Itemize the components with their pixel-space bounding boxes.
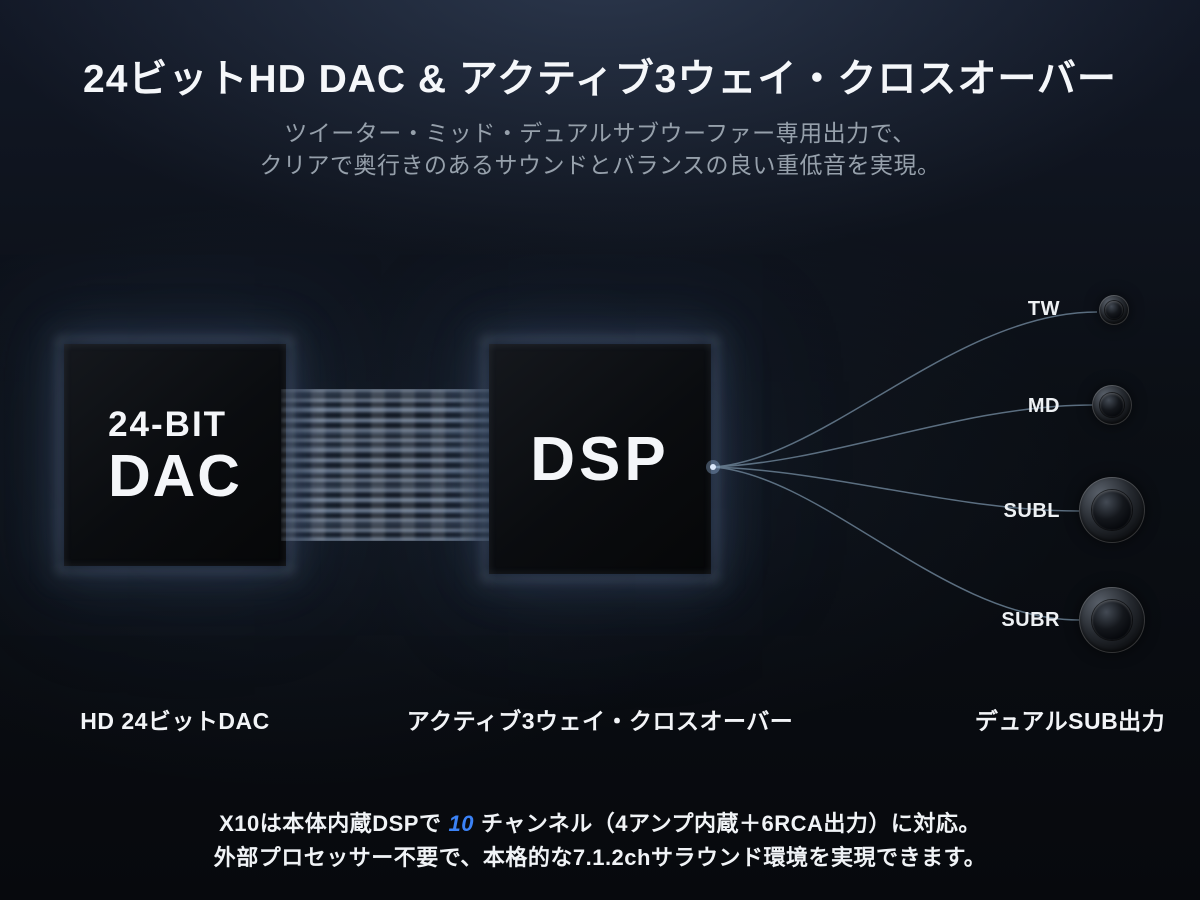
dsp-chip: DSP (489, 344, 711, 574)
speaker-label-subr: SUBR (1001, 609, 1060, 631)
dac-chip: 24-BIT DAC (64, 344, 286, 566)
dac-chip-label-line2: DAC (108, 442, 242, 509)
speaker-cone-icon (1092, 600, 1132, 640)
speaker-subr-icon (1079, 587, 1145, 653)
speaker-md-icon (1092, 385, 1132, 425)
speaker-tw-icon (1099, 295, 1129, 325)
channel-count-highlight: 10 (448, 811, 474, 836)
caption-dac: HD 24ビットDAC (80, 708, 270, 734)
speaker-label-md: MD (1027, 395, 1060, 417)
footer-line1-suffix: チャンネル（4アンプ内蔵＋6RCA出力）に対応。 (480, 811, 981, 836)
signal-fanout-lines (706, 311, 1098, 621)
speaker-cone-icon (1092, 490, 1132, 530)
footer-line-2: 外部プロセッサー不要で、本格的な7.1.2chサラウンド環境を実現できます。 (213, 845, 987, 870)
subtitle-line-1: ツイーター・ミッド・デュアルサブウーファー専用出力で、 (284, 120, 916, 146)
signal-origin-dot (710, 464, 716, 470)
speaker-cone-icon (1100, 393, 1124, 417)
data-stream-graphic (281, 389, 493, 541)
speaker-label-tw: TW (1027, 298, 1060, 320)
page-title: 24ビットHD DAC & アクティブ3ウェイ・クロスオーバー (83, 58, 1117, 101)
speaker-subl-icon (1079, 477, 1145, 543)
dsp-chip-label: DSP (530, 424, 670, 494)
dac-chip-label-line1: 24-BIT (108, 404, 228, 444)
caption-outputs: デュアルSUB出力 (974, 708, 1166, 734)
speaker-cone-icon (1105, 301, 1123, 319)
subtitle-line-2: クリアで奥行きのあるサウンドとバランスの良い重低音を実現。 (259, 152, 941, 178)
caption-dsp: アクティブ3ウェイ・クロスオーバー (406, 708, 794, 734)
speaker-label-subl: SUBL (1003, 500, 1060, 522)
footer-line1-prefix: X10は本体内蔵DSPで (219, 811, 442, 836)
dac-chip-text: 24-BIT DAC (108, 405, 242, 506)
